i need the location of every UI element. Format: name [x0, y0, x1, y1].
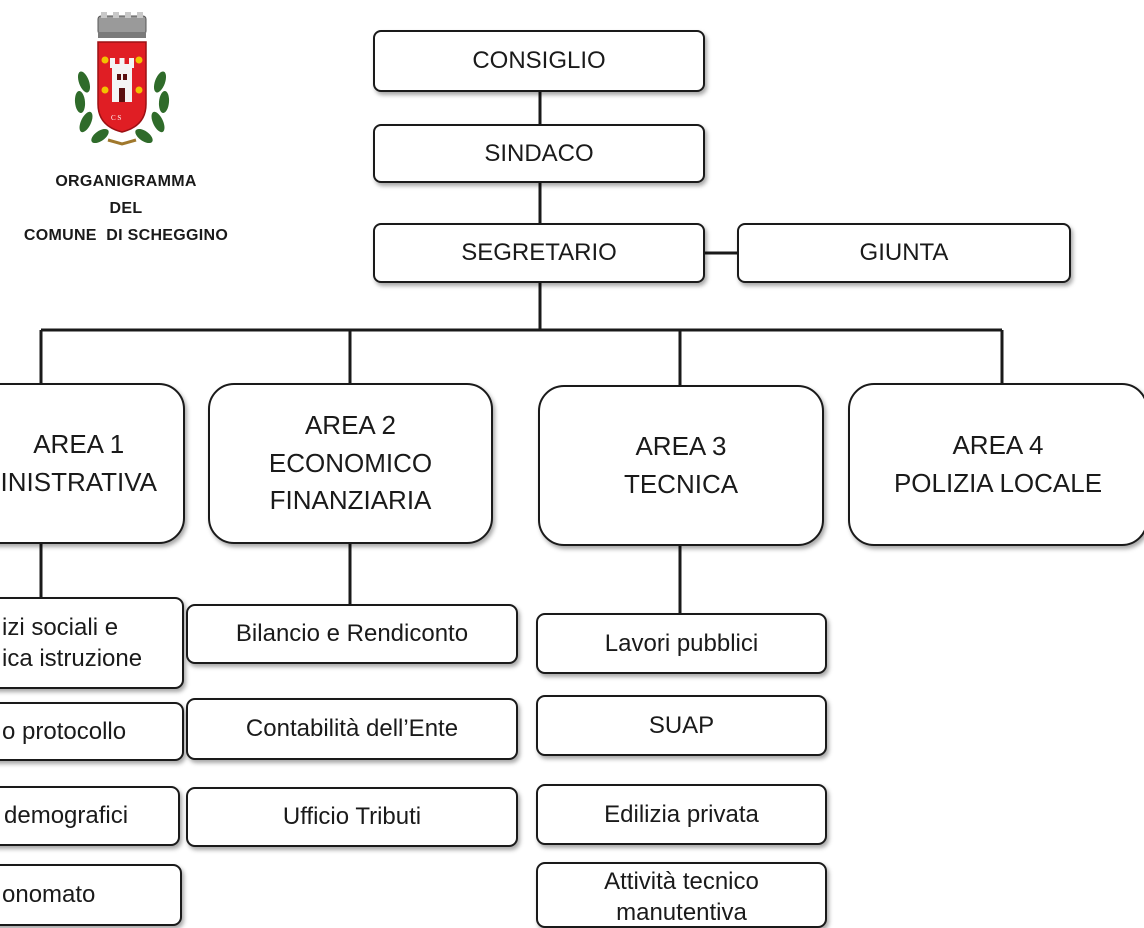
area-3-unit-3: Edilizia privata	[536, 784, 827, 845]
area-1-unit-2: o protocollo	[0, 702, 184, 761]
area-1-unit-3: demografici	[0, 786, 180, 846]
giunta-label: GIUNTA	[859, 239, 949, 266]
unit-label: onomato	[2, 881, 96, 909]
area-1-box: AREA 1 INISTRATIVA	[0, 383, 185, 544]
area-3-box: AREA 3 TECNICA	[538, 385, 824, 546]
page-title: ORGANIGRAMMA DEL COMUNE DI SCHEGGINO	[23, 173, 229, 244]
coat-of-arms-icon: C S	[74, 12, 170, 146]
unit-label: Edilizia privata	[604, 800, 759, 828]
area-2-box: AREA 2 ECONOMICO FINANZIARIA	[208, 383, 493, 544]
area-1-label: AREA 1 INISTRATIVA	[0, 428, 158, 497]
consiglio-box: CONSIGLIO	[373, 30, 705, 92]
area-2-unit-3: Ufficio Tributi	[186, 787, 518, 847]
unit-label: Attività tecnico manutentiva	[604, 868, 759, 927]
area-4-label: AREA 4 POLIZIA LOCALE	[893, 429, 1103, 498]
sindaco-box: SINDACO	[373, 124, 705, 183]
area-3-unit-1: Lavori pubblici	[536, 613, 827, 674]
area-3-unit-4: Attività tecnico manutentiva	[536, 862, 827, 928]
area-1-unit-4: onomato	[0, 864, 182, 926]
unit-label: demografici	[4, 802, 129, 830]
area-3-unit-2: SUAP	[536, 695, 827, 756]
unit-label: Ufficio Tributi	[282, 803, 422, 831]
segretario-box: SEGRETARIO	[373, 223, 705, 283]
unit-label: izi sociali e ica istruzione	[2, 613, 143, 672]
unit-label: o protocollo	[2, 717, 127, 745]
area-4-box: AREA 4 POLIZIA LOCALE	[848, 383, 1144, 546]
unit-label: SUAP	[648, 711, 715, 739]
area-1-unit-1: izi sociali e ica istruzione	[0, 597, 184, 689]
area-3-label: AREA 3 TECNICA	[623, 430, 739, 499]
area-2-unit-2: Contabilità dell’Ente	[186, 698, 518, 760]
area-2-unit-1: Bilancio e Rendiconto	[186, 604, 518, 664]
unit-label: Bilancio e Rendiconto	[235, 620, 469, 648]
sindaco-label: SINDACO	[484, 139, 594, 167]
crest-letters: C S	[111, 114, 121, 122]
consiglio-label: CONSIGLIO	[472, 47, 606, 74]
segretario-label: SEGRETARIO	[461, 239, 617, 266]
giunta-box: GIUNTA	[737, 223, 1071, 283]
unit-label: Lavori pubblici	[604, 629, 759, 657]
area-2-label: AREA 2 ECONOMICO FINANZIARIA	[268, 409, 433, 516]
unit-label: Contabilità dell’Ente	[245, 715, 459, 743]
